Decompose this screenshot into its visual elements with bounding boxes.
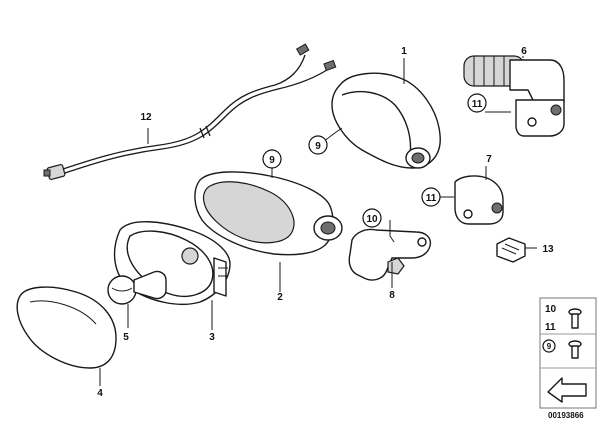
callout-2: 2	[277, 292, 283, 303]
screw-icon	[568, 308, 582, 329]
svg-text:8: 8	[389, 290, 395, 301]
svg-text:2: 2	[277, 292, 283, 303]
wiring-harness	[43, 43, 337, 181]
callout-5: 5	[123, 332, 129, 343]
mounting-arm	[348, 228, 432, 281]
screw-icon-small	[568, 340, 582, 359]
callout-4: 4	[97, 388, 103, 399]
document-id: 00193866	[548, 411, 584, 420]
svg-text:11: 11	[545, 322, 556, 333]
svg-text:3: 3	[209, 332, 215, 343]
indicator-bulb	[107, 270, 167, 305]
callout-8: 8	[389, 290, 395, 301]
callout-11-top: 11	[467, 93, 487, 113]
svg-text:10: 10	[366, 214, 378, 225]
svg-text:10: 10	[545, 304, 557, 315]
svg-text:12: 12	[140, 112, 152, 123]
mounting-bracket-sleeve	[463, 55, 565, 137]
callout-1: 1	[401, 46, 407, 57]
svg-text:1: 1	[401, 46, 407, 57]
legend-callout-9: 9	[542, 339, 556, 353]
arrow-icon	[547, 377, 587, 403]
small-bracket	[454, 175, 504, 225]
svg-text:11: 11	[472, 99, 483, 110]
callout-6: 6	[521, 46, 527, 57]
leader-lines	[99, 56, 537, 386]
svg-text:7: 7	[486, 154, 492, 165]
callout-13: 13	[542, 244, 554, 255]
svg-text:9: 9	[547, 342, 552, 351]
rear-indicator-housing	[331, 72, 441, 169]
svg-text:11: 11	[426, 193, 437, 204]
callout-12: 12	[140, 112, 152, 123]
callout-9-top: 9	[308, 135, 328, 155]
svg-text:9: 9	[269, 155, 275, 166]
callout-3: 3	[209, 332, 215, 343]
front-indicator-housing	[194, 171, 343, 256]
callout-7: 7	[486, 154, 492, 165]
fastener-legend: 10 11 9	[539, 297, 597, 409]
callout-9-mid: 9	[262, 149, 282, 169]
svg-text:13: 13	[542, 244, 554, 255]
svg-text:5: 5	[123, 332, 129, 343]
svg-text:9: 9	[315, 141, 321, 152]
callout-10: 10	[362, 208, 382, 228]
clip-nut	[496, 237, 526, 263]
callout-11-mid: 11	[421, 187, 441, 207]
svg-text:6: 6	[521, 46, 527, 57]
outer-lens-cover	[16, 286, 117, 369]
svg-text:4: 4	[97, 388, 103, 399]
